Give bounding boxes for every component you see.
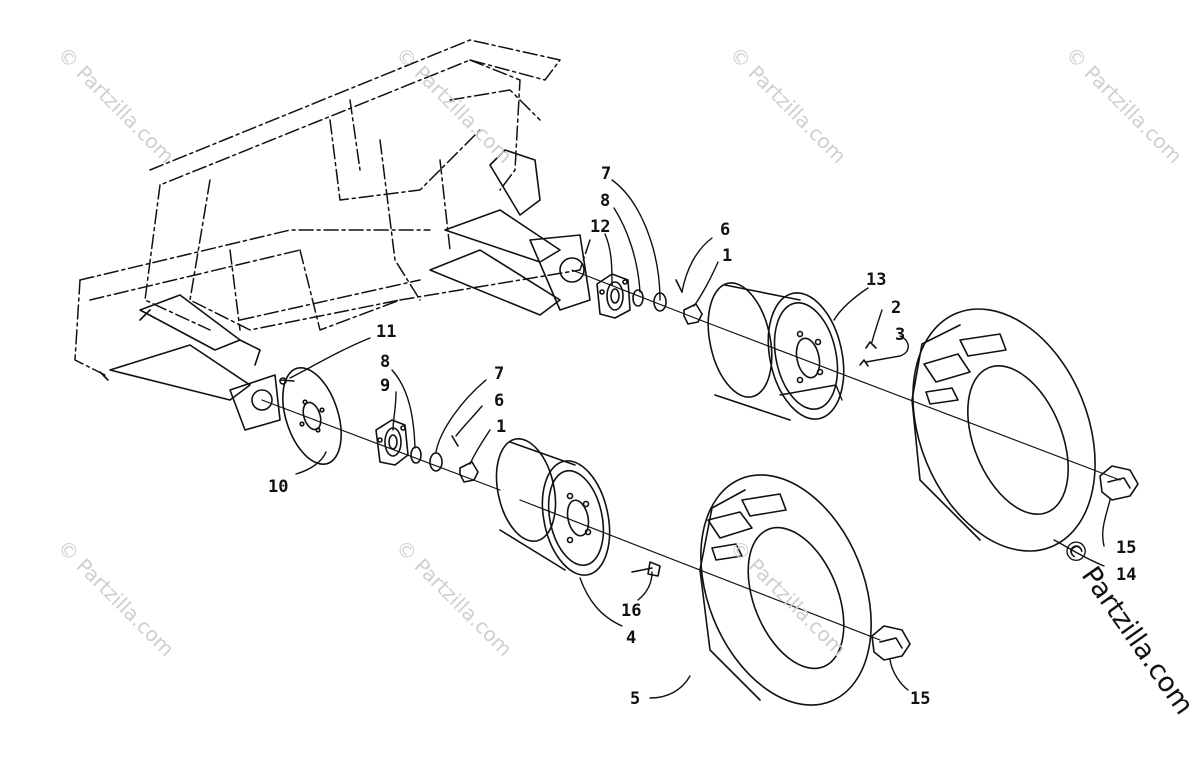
cotter-pin-upper xyxy=(675,279,683,293)
hub-cap-lower xyxy=(871,625,911,661)
callout-3: 3 xyxy=(895,325,906,345)
brake-disc xyxy=(282,366,342,466)
callout-10: 10 xyxy=(268,477,289,497)
callout-15: 15 xyxy=(1116,538,1137,558)
suspension-arms xyxy=(99,149,591,431)
callout-1: 1 xyxy=(722,246,733,266)
callout-2: 2 xyxy=(891,298,902,318)
castle-nut-upper xyxy=(683,303,703,325)
callout-8: 8 xyxy=(380,352,391,372)
wheel-rim-upper xyxy=(707,282,845,421)
tire-lower xyxy=(699,474,872,706)
callout-15: 15 xyxy=(910,689,931,709)
callout-1: 1 xyxy=(496,417,507,437)
callout-7: 7 xyxy=(601,164,612,184)
callout-12: 12 xyxy=(590,217,611,237)
castle-nut-lower xyxy=(459,461,479,483)
callout-13: 13 xyxy=(866,270,887,290)
washer-upper xyxy=(632,289,644,307)
callout-6: 6 xyxy=(494,391,505,411)
wheel-rim-lower xyxy=(495,438,611,576)
callout-7: 7 xyxy=(494,364,505,384)
callout-8: 8 xyxy=(600,191,611,211)
spacer-lower xyxy=(429,452,443,472)
brake-bolt xyxy=(279,379,295,382)
front-hub-lower xyxy=(375,419,409,466)
valve-stem xyxy=(865,341,877,349)
cotter-pin-lower xyxy=(451,435,459,447)
callout-4: 4 xyxy=(626,628,637,648)
callout-16: 16 xyxy=(621,601,642,621)
callout-9: 9 xyxy=(380,376,391,396)
vehicle-frame xyxy=(74,39,591,376)
leader-lines xyxy=(289,179,1111,699)
wheel-stud xyxy=(859,359,869,367)
tire-upper xyxy=(911,308,1096,552)
callout-6: 6 xyxy=(720,220,731,240)
callout-14: 14 xyxy=(1116,565,1137,585)
hub-cap-upper xyxy=(1099,465,1139,501)
callout-11: 11 xyxy=(376,322,397,342)
front-hub-upper xyxy=(596,273,631,319)
callout-5: 5 xyxy=(630,689,641,709)
washer-lower xyxy=(410,446,422,464)
